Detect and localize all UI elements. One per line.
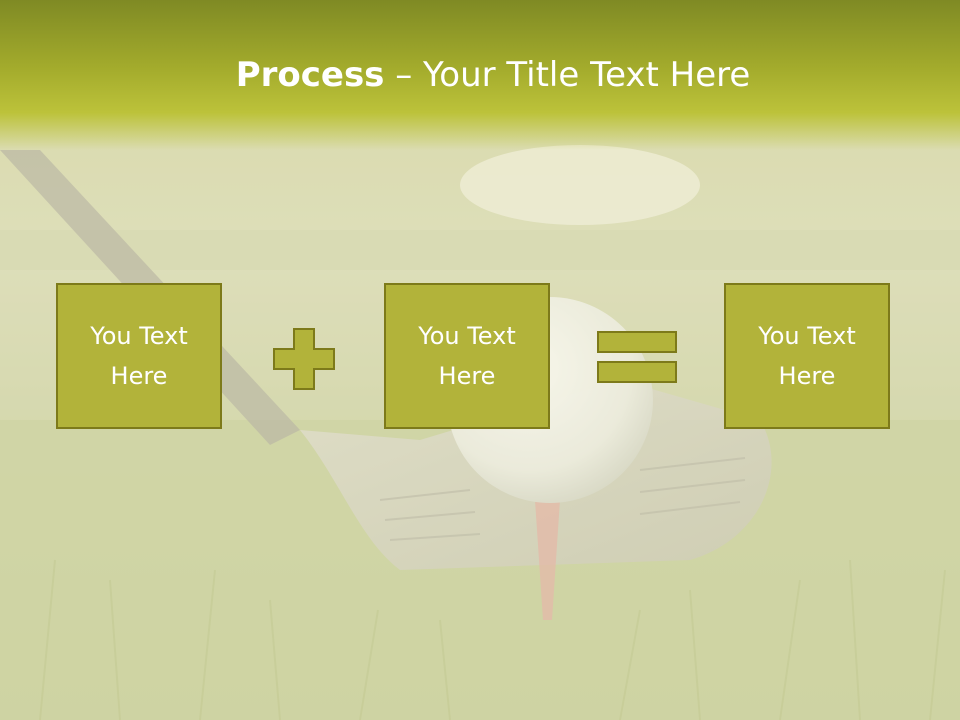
process-box-2[interactable]: You Text Here [384, 283, 550, 429]
slide-title: Process – Your Title Text Here [0, 50, 960, 100]
title-rest: – Your Title Text Here [384, 55, 751, 95]
process-box-3[interactable]: You Text Here [724, 283, 890, 429]
process-box-1[interactable]: You Text Here [56, 283, 222, 429]
process-box-2-label: You Text Here [418, 322, 516, 390]
process-box-3-label: You Text Here [758, 322, 856, 390]
title-bold: Process [235, 55, 385, 95]
equals-icon [597, 331, 677, 383]
process-box-1-label: You Text Here [90, 322, 188, 390]
title-band [0, 0, 960, 150]
plus-icon [273, 328, 335, 390]
